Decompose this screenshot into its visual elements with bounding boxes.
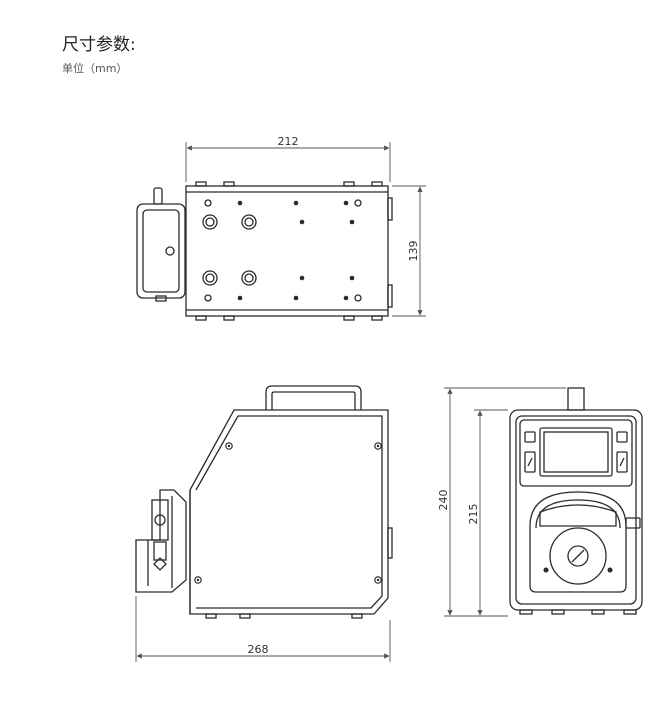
- side-view-screws: [194, 442, 382, 584]
- unit-label: 单位（mm）: [62, 62, 128, 75]
- dim-label-side-length: 268: [248, 643, 269, 656]
- top-view-bolts: [237, 200, 355, 301]
- front-view: [509, 387, 643, 615]
- dim-top-width: [185, 142, 391, 182]
- dim-front-body-height: [474, 409, 508, 616]
- dim-front-total-height: [444, 387, 566, 617]
- front-view-screws: [543, 567, 613, 573]
- dim-label-front-total-height: 240: [437, 490, 450, 511]
- side-view: [135, 385, 393, 619]
- page-title: 尺寸参数:: [62, 35, 136, 55]
- dim-side-length: [135, 596, 391, 662]
- dim-label-front-body-height: 215: [467, 504, 480, 525]
- dim-label-top-height: 139: [407, 241, 420, 262]
- dim-label-top-width: 212: [278, 135, 299, 148]
- dim-top-height: [392, 185, 426, 317]
- top-view: [136, 181, 393, 321]
